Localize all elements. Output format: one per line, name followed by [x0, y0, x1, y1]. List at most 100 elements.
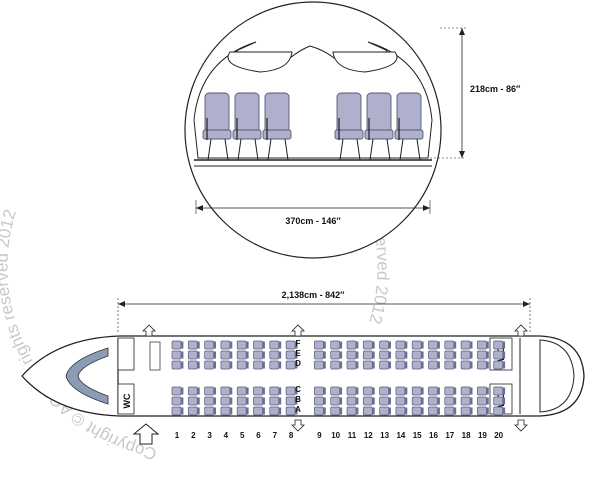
seat-16A	[428, 406, 440, 416]
seat-11B	[346, 396, 359, 406]
row-number-5: 5	[240, 431, 245, 440]
seat-9F	[314, 340, 326, 350]
row-number-6: 6	[256, 431, 261, 440]
seat-17B	[444, 396, 457, 406]
seat-13A	[379, 406, 391, 416]
seat-14D	[395, 360, 408, 370]
row-number-1: 1	[175, 431, 180, 440]
cross-section-seats	[202, 92, 424, 161]
width-label: 370cm - 146″	[285, 216, 341, 226]
seat-letters-upper: F E D	[295, 339, 301, 368]
seat-3C	[204, 386, 216, 396]
seat-5E	[236, 350, 249, 360]
seat-15B	[411, 396, 424, 406]
row-number-18: 18	[462, 431, 471, 440]
exit-arrows	[132, 324, 528, 445]
seat-12D	[362, 360, 375, 370]
seat-16C	[428, 386, 440, 396]
seat-14C	[395, 386, 408, 396]
seat-3F	[204, 340, 216, 350]
width-arrow-left	[196, 205, 203, 211]
seat-20A	[493, 406, 506, 416]
height-arrow-top	[459, 28, 465, 35]
seat-20D	[493, 360, 506, 370]
seat-18E	[460, 350, 473, 360]
seat-11A	[346, 406, 359, 416]
front-wc-label: WC	[122, 393, 132, 408]
row-number-2: 2	[191, 431, 196, 440]
height-label: 218cm - 86″	[470, 84, 521, 94]
fuselage-outline	[21, 335, 585, 417]
exit-arrow-mid-lower	[291, 419, 305, 432]
seat-19C	[477, 386, 489, 396]
row-number-20: 20	[494, 431, 503, 440]
seat-letter-e: E	[295, 349, 301, 358]
seat-1A	[171, 406, 184, 416]
seat-10A	[330, 406, 343, 416]
exit-arrow-mid-upper	[291, 324, 305, 337]
length-arrow-right	[523, 301, 530, 307]
seat-9D	[314, 360, 326, 370]
seat-15E	[411, 350, 424, 360]
seat-4C	[220, 386, 233, 396]
length-arrow-left	[118, 301, 125, 307]
seat-3D	[204, 360, 216, 370]
width-arrow-right	[423, 205, 430, 211]
seat-16B	[428, 396, 440, 406]
seat-20B	[493, 396, 506, 406]
front-closet	[149, 341, 161, 371]
seat-10B	[330, 396, 343, 406]
seat-18F	[460, 340, 473, 350]
seat-15C	[411, 386, 424, 396]
cross-section-seat-left-2	[232, 92, 262, 161]
seat-13C	[379, 386, 391, 396]
row-number-12: 12	[364, 431, 373, 440]
length-label: 2,138cm - 842″	[282, 290, 346, 300]
seat-letter-a: A	[295, 405, 301, 414]
seat-6C	[253, 386, 265, 396]
seat-14A	[395, 406, 408, 416]
seat-5D	[236, 360, 249, 370]
seat-15A	[411, 406, 424, 416]
seat-letter-c: C	[295, 385, 301, 394]
seat-2D	[187, 360, 200, 370]
cockpit-window	[65, 347, 109, 405]
seat-20E	[493, 350, 506, 360]
seat-18C	[460, 386, 473, 396]
seat-17D	[444, 360, 457, 370]
row-number-7: 7	[273, 431, 278, 440]
row-number-13: 13	[380, 431, 389, 440]
seat-7B	[269, 396, 282, 406]
seat-1C	[171, 386, 184, 396]
row-number-4: 4	[224, 431, 229, 440]
cabin-floorplan: WC WC WC F E D C B A 1234567891011121314…	[21, 324, 585, 445]
overhead-bin-right	[332, 51, 398, 73]
tail-cone	[539, 339, 575, 413]
seat-2C	[187, 386, 200, 396]
seat-17A	[444, 406, 457, 416]
seat-11F	[346, 340, 359, 350]
seat-4B	[220, 396, 233, 406]
seat-7F	[269, 340, 282, 350]
seat-13B	[379, 396, 391, 406]
seat-12E	[362, 350, 375, 360]
seat-9E	[314, 350, 326, 360]
seat-3A	[204, 406, 216, 416]
front-wc-box	[117, 383, 135, 415]
seat-18B	[460, 396, 473, 406]
seat-6E	[253, 350, 265, 360]
seat-7D	[269, 360, 282, 370]
seat-8E	[285, 350, 298, 360]
seat-1F	[171, 340, 184, 350]
seat-19E	[477, 350, 489, 360]
main-door-arrow	[132, 423, 160, 445]
seat-12A	[362, 406, 375, 416]
seat-8C	[285, 386, 298, 396]
row-number-8: 8	[289, 431, 294, 440]
row-number-17: 17	[445, 431, 454, 440]
seat-12B	[362, 396, 375, 406]
seat-1E	[171, 350, 184, 360]
seat-letter-d: D	[295, 359, 301, 368]
